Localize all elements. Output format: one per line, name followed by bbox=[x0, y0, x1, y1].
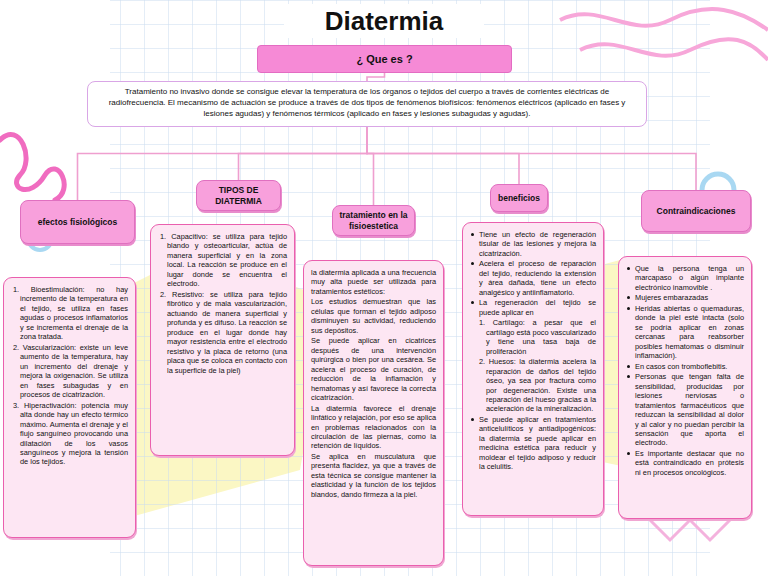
tree-connector bbox=[367, 127, 374, 205]
content-box: 1. Capacitivo: se utiliza para tejido bl… bbox=[150, 224, 295, 456]
content-text: La regeneración del tejido se puede apli… bbox=[470, 298, 596, 317]
content-box: Que la persona tenga un marcapaso o algú… bbox=[618, 256, 752, 519]
content-text: Se aplica en musculatura que presenta fl… bbox=[311, 452, 436, 499]
branch-heading: beneficios bbox=[490, 184, 548, 212]
branch-heading: efectos fisiológicos bbox=[20, 200, 135, 244]
content-text: la diatermia aplicada a una frecuencia m… bbox=[311, 268, 436, 296]
pink-wave bbox=[560, 9, 768, 30]
node-label: efectos fisiológicos bbox=[38, 217, 117, 228]
node-label: TIPOS DE DIATERMIA bbox=[202, 185, 275, 206]
zigzag bbox=[650, 520, 730, 540]
content-text: 1. Bioestimulación: no hay incremento de… bbox=[11, 285, 128, 342]
tree-connector bbox=[239, 127, 368, 180]
node-label: Contraindicaciones bbox=[657, 206, 736, 217]
content-text: Se puede aplicar en cicatrices después d… bbox=[311, 336, 436, 402]
content-text: 2. Huesos: la diatermia acelera la repar… bbox=[470, 357, 596, 414]
tree-connector bbox=[367, 73, 385, 81]
tree-connector bbox=[367, 127, 696, 190]
node-label: beneficios bbox=[498, 193, 540, 204]
content-box: la diatermia aplicada a una frecuencia m… bbox=[303, 260, 444, 566]
content-box: 1. Bioestimulación: no hay incremento de… bbox=[3, 277, 136, 538]
content-text: Es importante destacar que no está contr… bbox=[626, 449, 744, 477]
content-text: 3. Hiperactivación: potencia muy alta do… bbox=[11, 401, 128, 467]
question-box: ¿ Que es ? bbox=[257, 45, 512, 73]
node-label: Tratamiento no invasivo donde se consigu… bbox=[96, 87, 638, 119]
pink-squiggle bbox=[0, 135, 64, 200]
diagram-title: Diatermia bbox=[284, 4, 484, 38]
content-text: Los estudios demuestran que las células … bbox=[311, 297, 436, 335]
branch-heading: TIPOS DE DIATERMIA bbox=[196, 180, 281, 211]
definition-box: Tratamiento no invasivo donde se consigu… bbox=[87, 81, 647, 127]
tree-connector bbox=[367, 127, 519, 184]
content-text: 1. Capacitivo: se utiliza para tejido bl… bbox=[158, 232, 287, 289]
content-text: Se puede aplicar en tratamientos anticel… bbox=[470, 415, 596, 472]
branch-heading: Contraindicaciones bbox=[641, 190, 751, 232]
content-text: Personas que tengan falta de sensibilida… bbox=[626, 372, 744, 448]
content-text: En casos con tromboflebitis. bbox=[626, 362, 744, 371]
content-text: Mujeres embarazadas bbox=[626, 293, 744, 302]
branch-heading: tratamiento en la fisioestetica bbox=[332, 205, 415, 236]
content-text: Heridas abiertas o quemaduras, donde la … bbox=[626, 304, 744, 361]
content-text: 2. Resistivo: se utiliza para tejido fib… bbox=[158, 290, 287, 375]
content-text: 1. Cartílago: a pesar que el cartílago e… bbox=[470, 318, 596, 356]
pink-wave bbox=[580, 39, 768, 60]
node-label: ¿ Que es ? bbox=[356, 53, 412, 65]
content-text: Tiene un efecto de regeneración tisular … bbox=[470, 230, 596, 258]
content-text: Acelera el proceso de reparación del tej… bbox=[470, 259, 596, 297]
content-box: Tiene un efecto de regeneración tisular … bbox=[462, 222, 604, 516]
content-text: La diatermia favorece el drenaje linfáti… bbox=[311, 404, 436, 451]
node-label: tratamiento en la fisioestetica bbox=[338, 210, 409, 231]
content-text: 2. Vascularización: existe un leve aumen… bbox=[11, 343, 128, 400]
content-text: Que la persona tenga un marcapaso o algú… bbox=[626, 264, 744, 292]
